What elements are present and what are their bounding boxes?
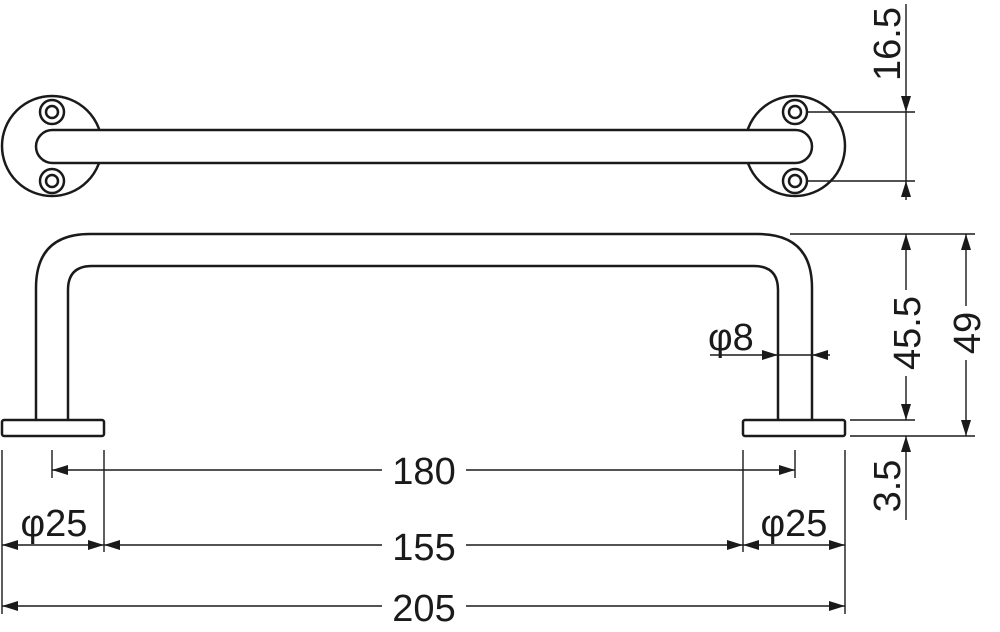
hole-spacing-dimension: 16.5: [808, 4, 915, 200]
left-base-plate: [0, 418, 106, 438]
hole-spacing-label: 16.5: [867, 7, 909, 81]
rod-diameter-label: φ8: [708, 317, 754, 359]
left-upper-screw-hole: [38, 98, 66, 126]
total-height-label: 49: [947, 312, 989, 354]
mount-spacing-label: 180: [392, 451, 455, 493]
side-view: [0, 232, 847, 438]
right-base-plate: [741, 418, 847, 438]
bar-inner-outline: [66, 264, 780, 420]
right-upper-screw-hole: [781, 98, 809, 126]
height-dimensions: 45.5 49 3.5: [790, 233, 989, 520]
right-lower-screw-hole: [781, 167, 809, 195]
left-base-diameter-label: φ25: [21, 503, 88, 545]
right-upper-screw-hole-inner: [787, 104, 803, 120]
bar-outer-outline: [34, 232, 814, 420]
top-view: [0, 94, 847, 198]
left-lower-screw-hole: [38, 167, 66, 195]
inner-span-label: 155: [392, 527, 455, 569]
inner-height-label: 45.5: [887, 296, 929, 370]
base-thickness-label: 3.5: [867, 460, 909, 513]
left-lower-screw-hole-inner: [44, 173, 60, 189]
right-lower-screw-hole-inner: [787, 173, 803, 189]
horizontal-dimensions: 180 155 φ25 φ25 205: [1, 448, 846, 630]
rod-diameter-dimension: φ8: [708, 317, 830, 360]
right-base-diameter-label: φ25: [761, 503, 828, 545]
left-upper-screw-hole-inner: [44, 104, 60, 120]
overall-length-label: 205: [392, 588, 455, 630]
bar-body-top: [34, 128, 814, 165]
